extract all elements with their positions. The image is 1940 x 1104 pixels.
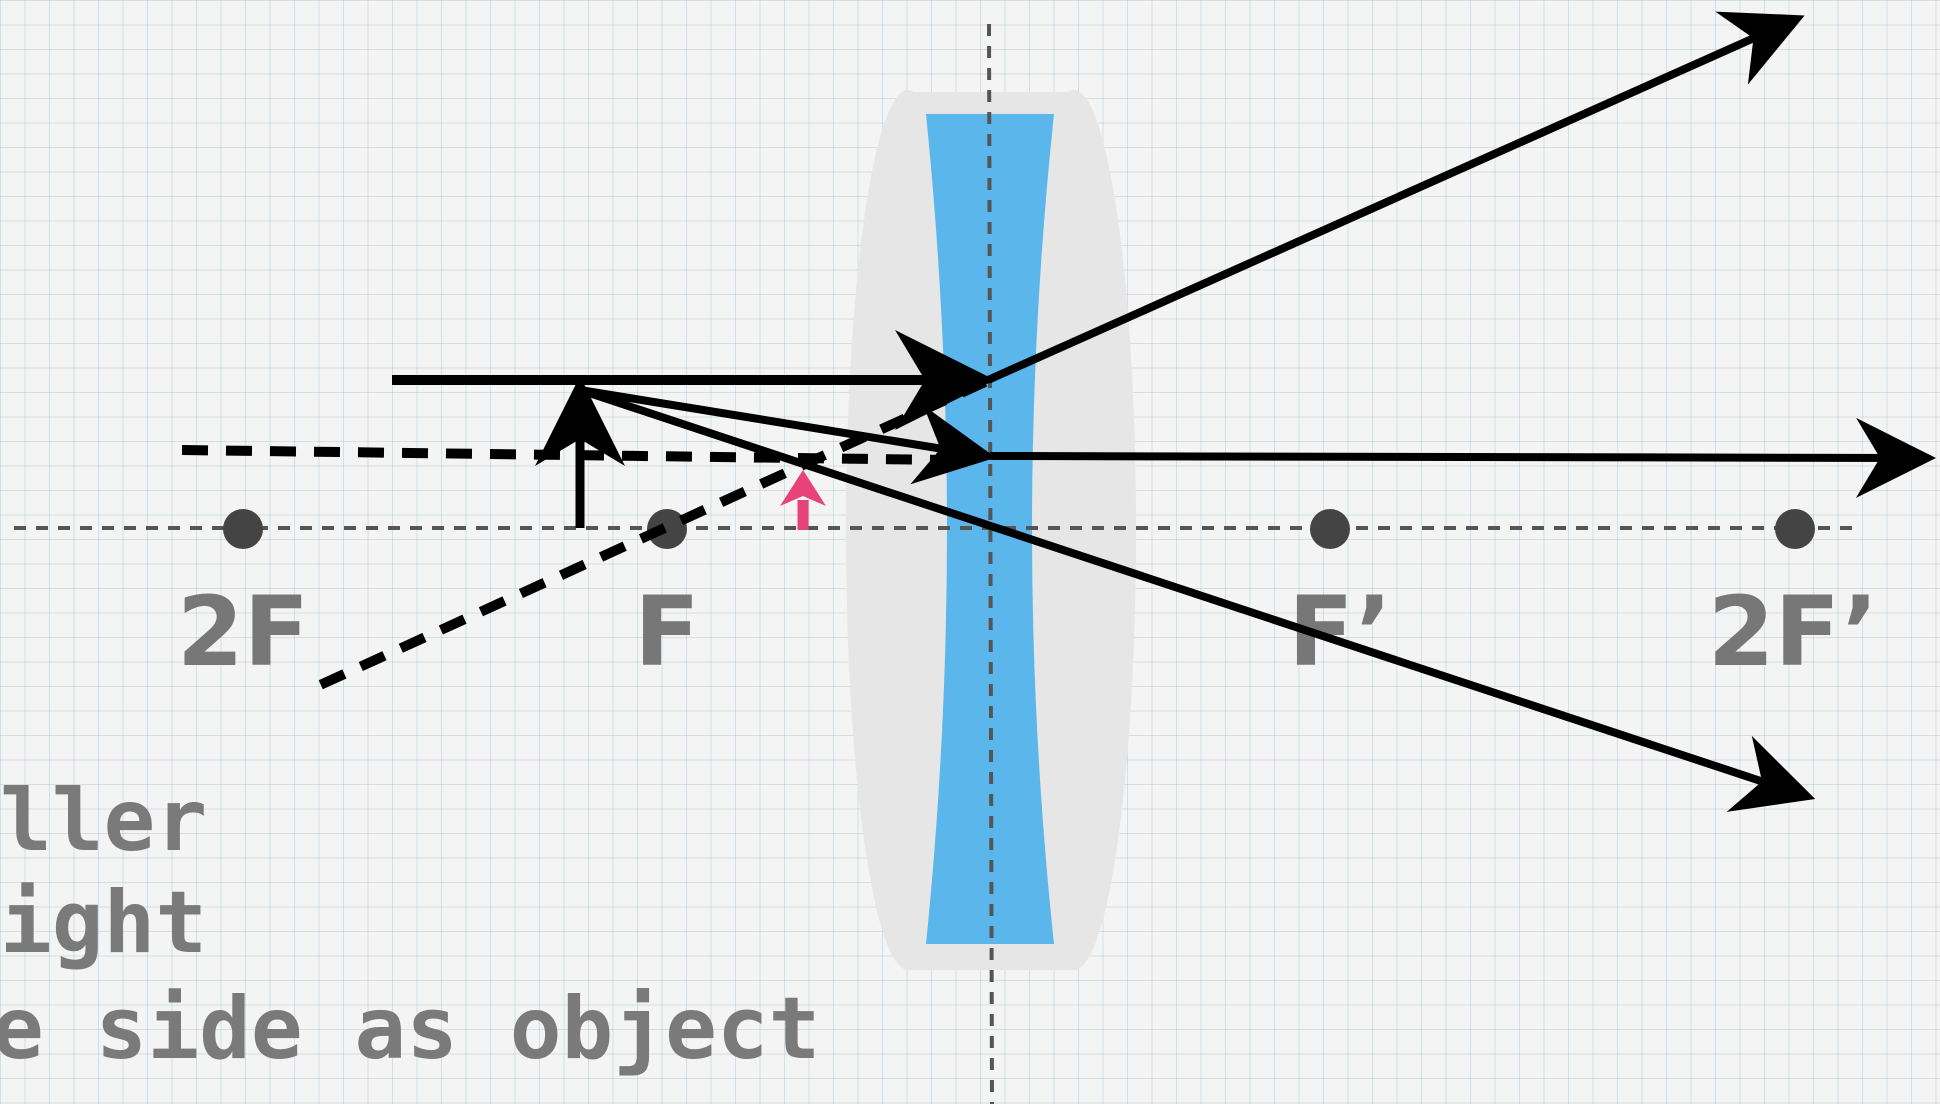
focal-point-f-prime (1310, 509, 1350, 549)
ray-focal-incident (579, 386, 996, 485)
lens-vertical-axis (987, 23, 994, 1104)
focal-point-2f (223, 509, 263, 549)
note-line-2: ight (0, 873, 207, 973)
label-2f: 2F (177, 576, 309, 688)
focal-point-2f-prime (1775, 509, 1815, 549)
ray-focal-refracted (989, 417, 1936, 498)
ray-parallel-virtual-extension (315, 377, 988, 691)
label-2f-prime: 2F’ (1708, 576, 1879, 688)
ray-focal-virtual-extension (181, 445, 951, 465)
label-f: F (634, 576, 700, 688)
focal-point-f (647, 509, 687, 549)
ray-center (578, 386, 1816, 812)
image-arrow (780, 470, 826, 530)
ray-parallel-refracted (986, 11, 1805, 384)
note-line-3: e side as object (0, 979, 820, 1079)
note-line-1: ller (0, 771, 207, 871)
